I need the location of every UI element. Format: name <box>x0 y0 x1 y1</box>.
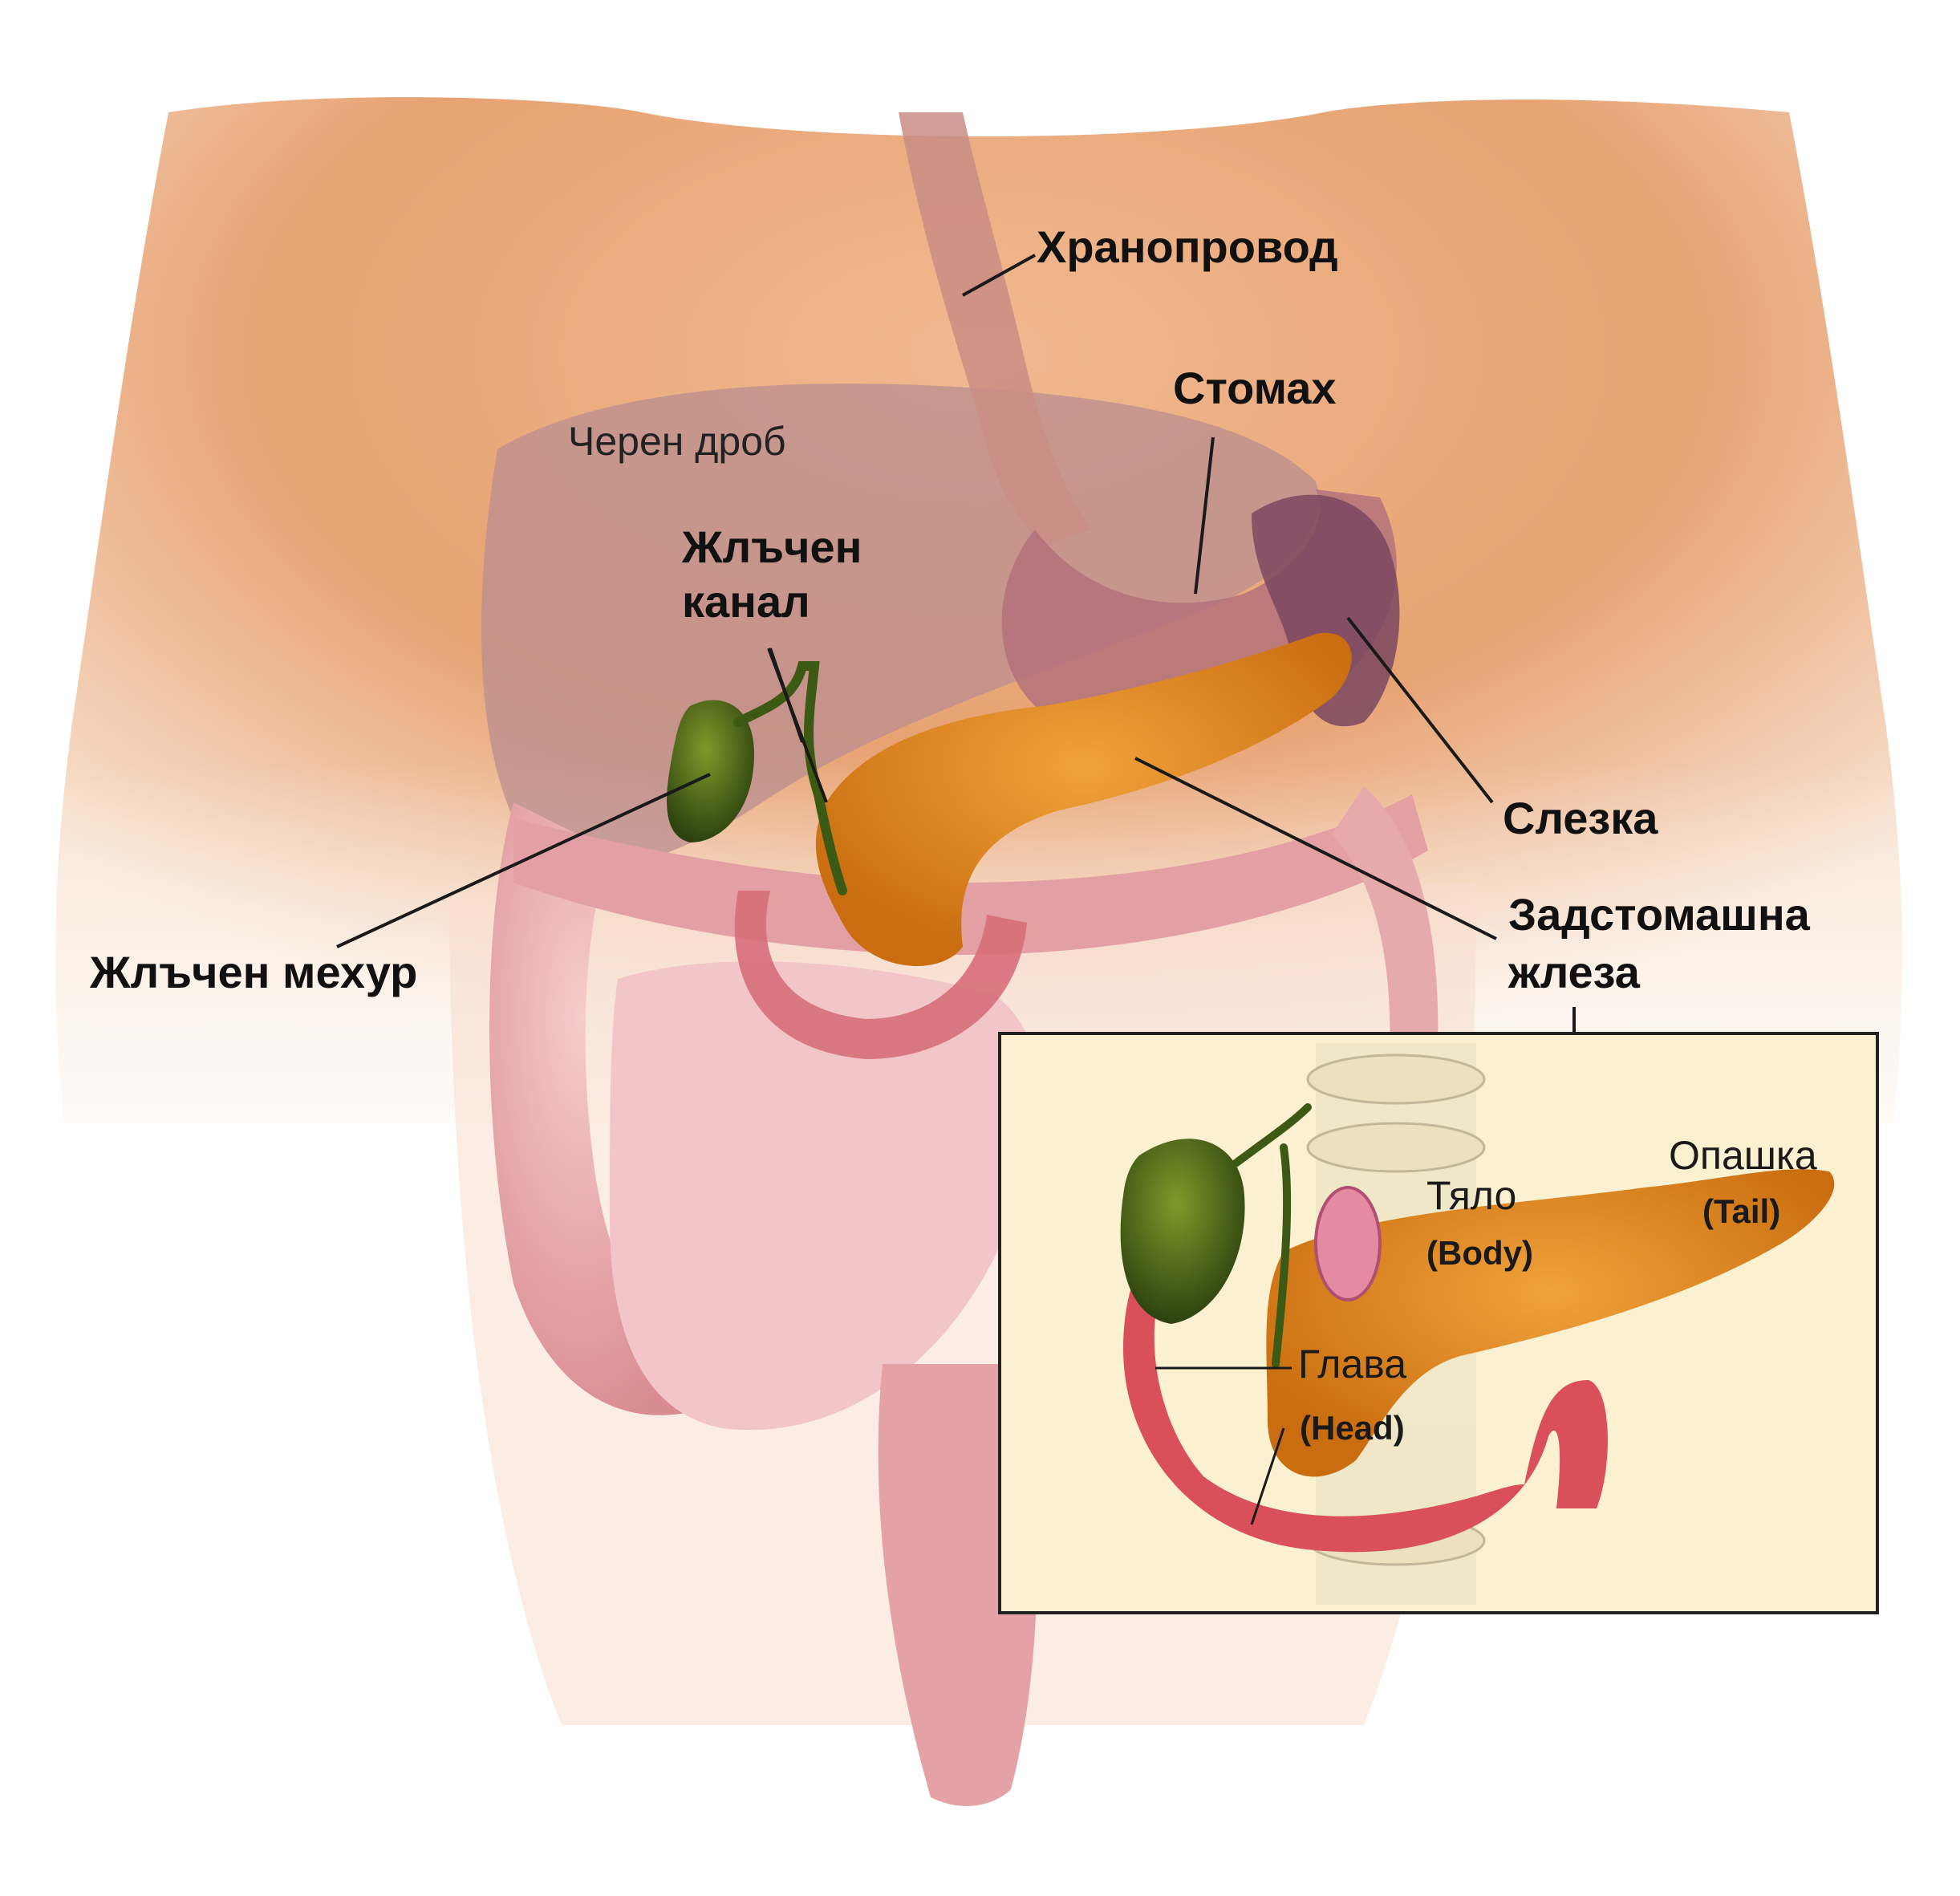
duodenum <box>734 891 1027 1059</box>
spleen <box>1252 494 1400 727</box>
label-pancreas-1: Задстомашна <box>1508 889 1810 940</box>
descending-colon <box>1332 786 1439 1083</box>
inset-label-tail-en: (Tail) <box>1702 1192 1781 1230</box>
inset-vessel <box>1314 1186 1382 1301</box>
label-bile-duct-1: Жлъчен <box>682 522 862 572</box>
inset-bile-duct <box>1232 1103 1312 1368</box>
esophagus <box>899 112 1091 546</box>
rectum <box>878 1364 1038 1806</box>
label-spleen: Слезка <box>1503 793 1658 843</box>
inset-label-head-en: (Head) <box>1300 1409 1405 1447</box>
leader-bile-duct-b <box>769 648 804 743</box>
small-intestine <box>610 961 1039 1431</box>
inset-pancreas <box>1266 1169 1835 1477</box>
inset-gallbladder <box>1120 1139 1245 1324</box>
label-pancreas-2: жлеза <box>1508 947 1640 997</box>
leader-stomach <box>1194 436 1215 595</box>
inset-label-body-en: (Body) <box>1426 1234 1533 1272</box>
label-bile-duct-2: канал <box>682 576 810 627</box>
inset-leader-head-b <box>1250 1427 1285 1525</box>
bile-duct <box>733 661 847 895</box>
inset-label-head: Глава <box>1298 1342 1407 1386</box>
pancreas <box>815 632 1352 966</box>
label-gallbladder: Жлъчен мехур <box>90 947 418 997</box>
inset-label-tail: Опашка <box>1669 1133 1817 1178</box>
leader-esophagus <box>962 254 1036 297</box>
inset-label-body: Тяло <box>1426 1173 1517 1218</box>
label-liver: Черен дроб <box>568 419 786 464</box>
gallbladder <box>667 700 754 842</box>
leader-gallbladder <box>336 773 711 948</box>
leader-pancreas <box>1134 757 1497 940</box>
label-stomach: Стомах <box>1173 363 1337 413</box>
large-intestine <box>489 802 722 1415</box>
leader-spleen <box>1346 616 1494 804</box>
label-esophagus: Хранопровод <box>1037 221 1338 272</box>
